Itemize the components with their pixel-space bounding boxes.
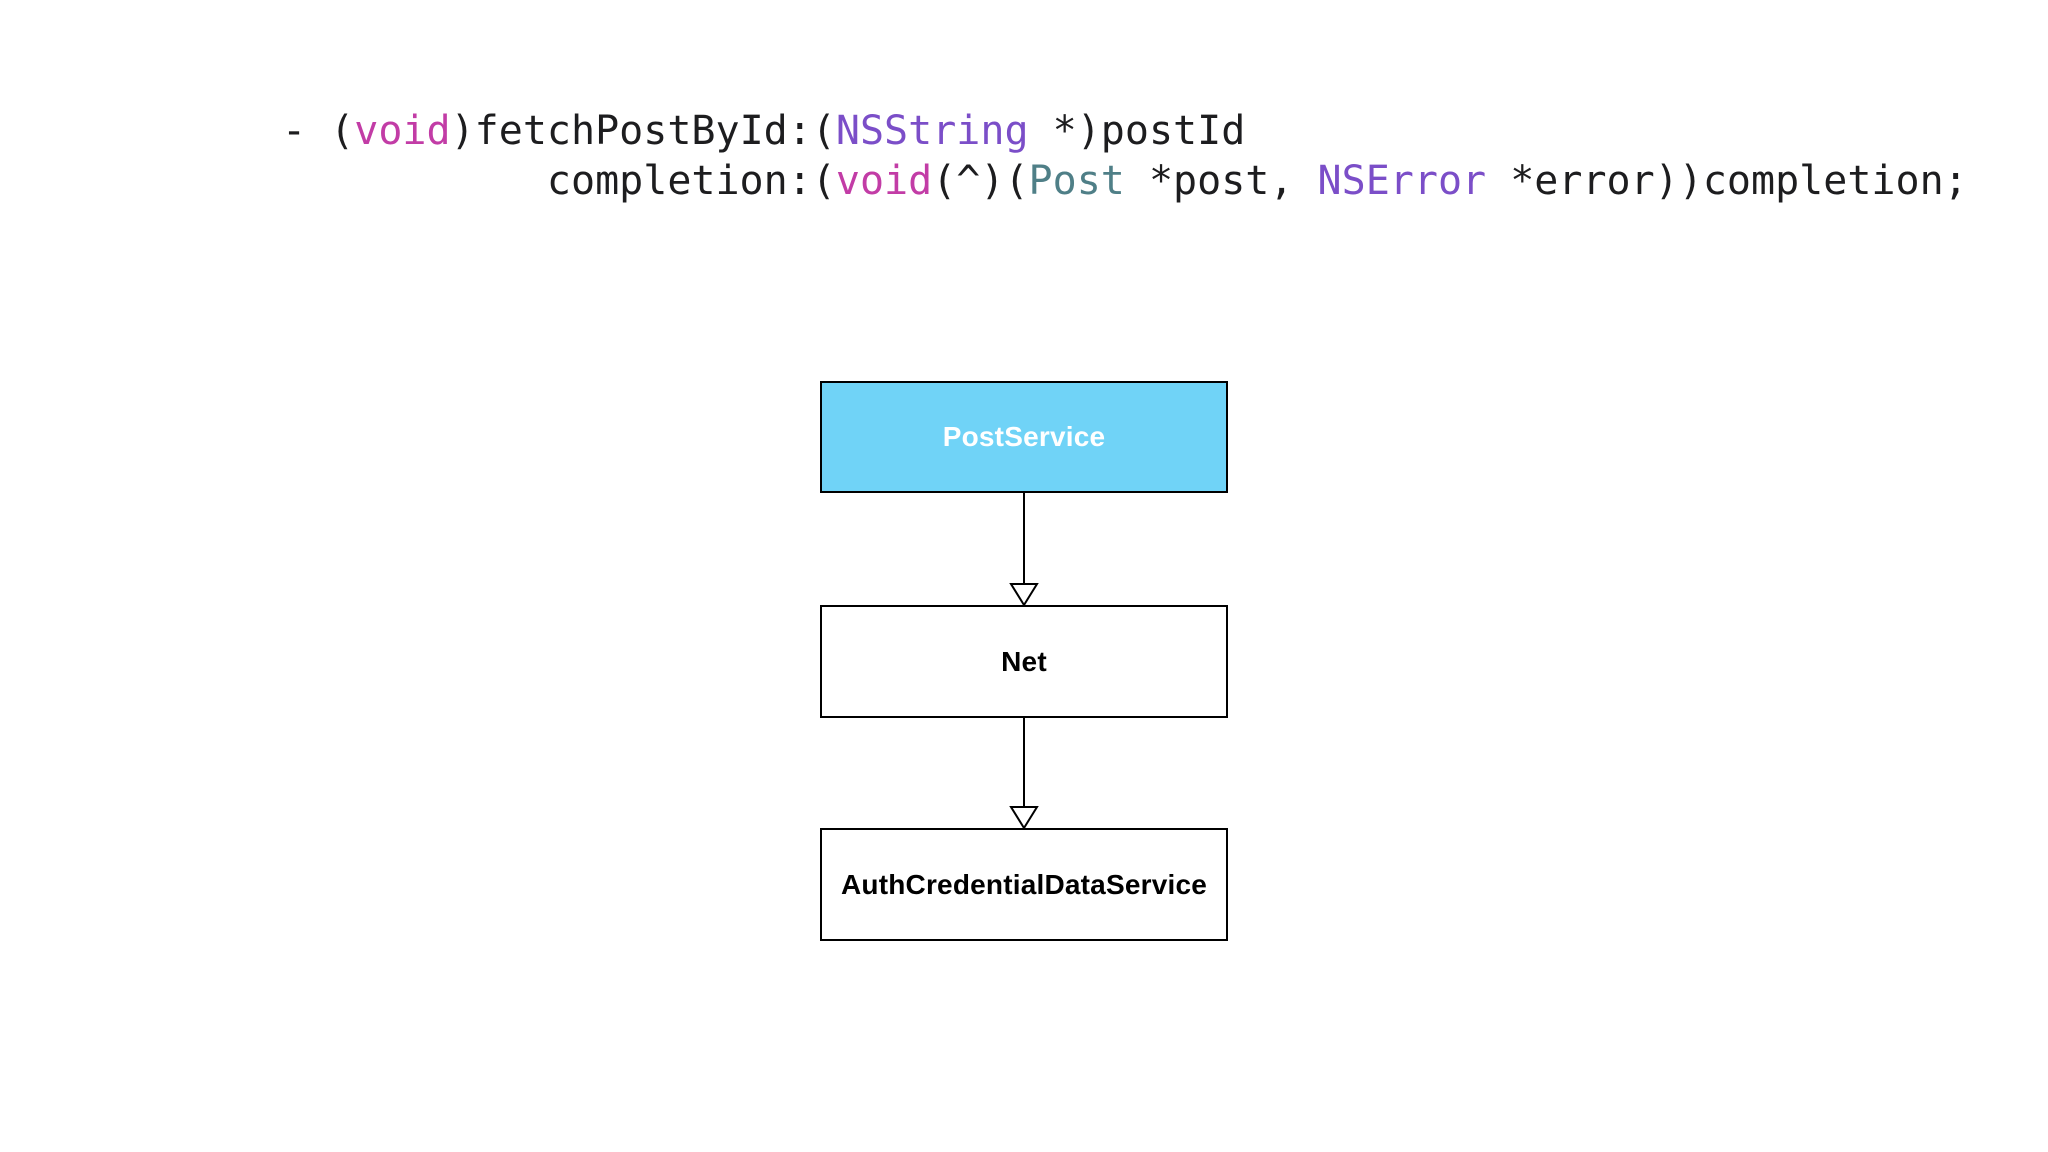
code-token-class: Post [1028, 158, 1125, 204]
diagram-node-label: AuthCredentialDataService [840, 868, 1207, 900]
diagram-node-net: Net [820, 605, 1228, 718]
diagram-node-postservice: PostService [820, 381, 1228, 493]
code-token: *)postId [1028, 108, 1246, 154]
code-token-keyword: void [354, 108, 451, 154]
code-token-class: NSError [1317, 158, 1487, 204]
arrow-postservice-to-net [1009, 493, 1039, 607]
code-token: (^)( [932, 158, 1029, 204]
code-line: completion:(void(^)(Post *post, NSError … [282, 158, 1968, 204]
code-token: )fetchPostById:( [450, 108, 836, 154]
arrow-net-to-authcredentialdataservice [1009, 718, 1039, 830]
code-snippet: - (void)fetchPostById:(NSString *)postId… [282, 106, 1968, 206]
code-token-class: NSString [835, 108, 1029, 154]
diagram-node-label: PostService [942, 421, 1106, 452]
diagram-node-authcredentialdataservice: AuthCredentialDataService [820, 828, 1228, 941]
code-token: completion:( [282, 158, 836, 204]
diagram-node-label: Net [1001, 645, 1047, 677]
code-token: *post, [1124, 158, 1318, 204]
code-line: - (void)fetchPostById:(NSString *)postId [282, 108, 1245, 154]
open-triangle-arrowhead-icon [1009, 806, 1039, 830]
code-token-keyword: void [835, 158, 933, 204]
open-triangle-arrowhead-icon [1009, 583, 1039, 607]
code-token: - ( [282, 108, 355, 154]
code-token: *error))completion; [1486, 158, 1968, 204]
